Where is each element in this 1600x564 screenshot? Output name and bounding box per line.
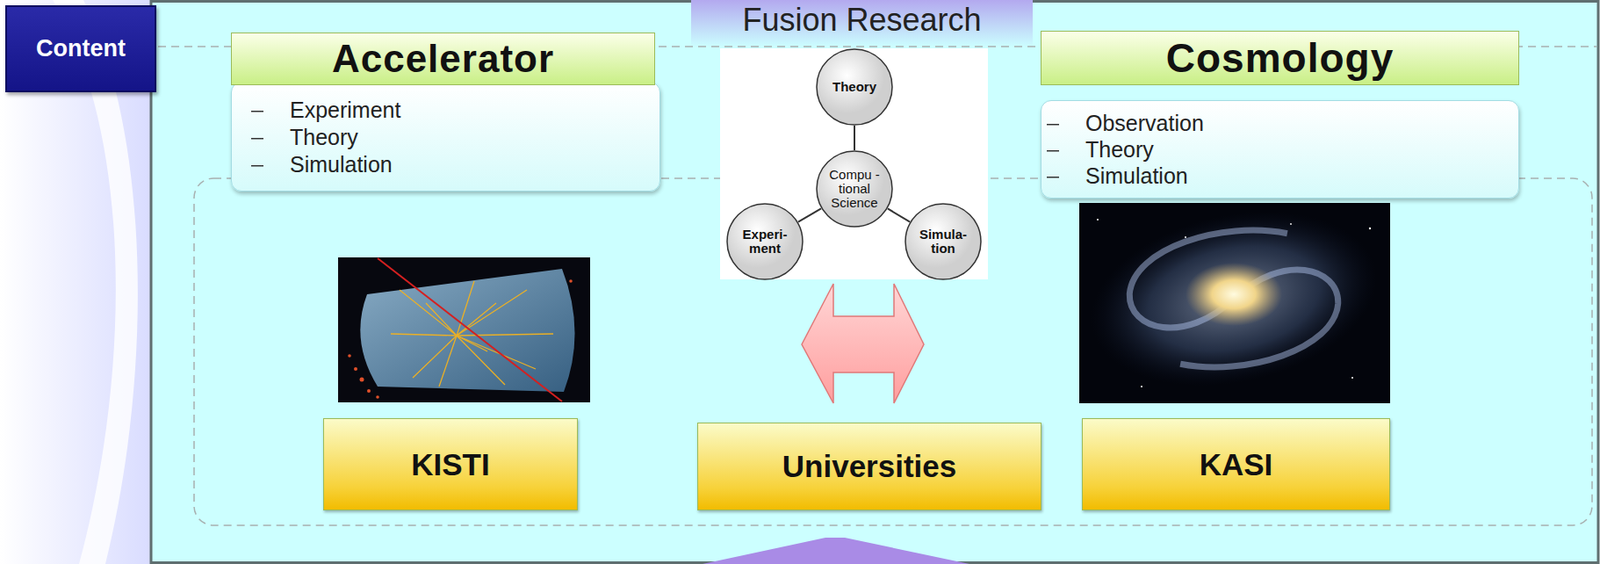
topic-panel: AcceleratorExperimentTheorySimulation (230, 32, 661, 192)
circle-label: Compu -tional Science (822, 167, 887, 211)
circle-shape (816, 151, 893, 227)
list-item: Observation (1046, 109, 1510, 137)
list-item: Theory (1046, 136, 1510, 163)
institute-box: KISTI (323, 418, 578, 511)
list-item: Theory (251, 123, 651, 152)
circle-label: Theory (822, 79, 887, 94)
circle-shape (905, 203, 981, 280)
topic-circle: Theory (815, 48, 894, 126)
topic-circle: Experi- ment (726, 202, 804, 281)
title-band (691, 0, 1033, 48)
circle-label: Simula- tion (911, 227, 975, 256)
content-tab: Content (5, 5, 157, 93)
circle-shape (727, 203, 803, 280)
panel-heading: Cosmology (1040, 30, 1520, 86)
connector-line (798, 208, 822, 222)
circle-label: Experi- ment (733, 227, 797, 256)
topic-circle: Simula- tion (904, 202, 982, 281)
institute-box: Universities (697, 422, 1042, 511)
box-label: KISTI (410, 446, 490, 483)
main-panel (151, 1, 1599, 563)
panel-heading: Accelerator (230, 32, 656, 86)
hub-circle: Compu -tional Science (815, 150, 894, 228)
box-label: Universities (782, 448, 957, 484)
topic-panel: CosmologyObservationTheorySimulation (1040, 30, 1520, 199)
collision-picture (338, 257, 591, 403)
tab-label: Content (36, 35, 126, 63)
slide-title: Fusion Research (691, 0, 1033, 41)
connector-line (887, 208, 910, 222)
galaxy-picture (1074, 187, 1393, 411)
diagram-ground (720, 48, 988, 280)
list-item: Experiment (251, 96, 651, 124)
circle-shape (816, 49, 893, 125)
box-label: KASI (1199, 446, 1274, 483)
panel-body: ObservationTheorySimulation (1040, 100, 1520, 199)
panel-body: ExperimentTheorySimulation (230, 81, 661, 192)
exchange-arrow (801, 283, 924, 404)
bottom-pointer (702, 537, 970, 564)
list-item: Simulation (251, 151, 651, 179)
connector-line (853, 125, 856, 151)
institute-box: KASI (1081, 418, 1391, 511)
list-item: Simulation (1046, 162, 1510, 189)
